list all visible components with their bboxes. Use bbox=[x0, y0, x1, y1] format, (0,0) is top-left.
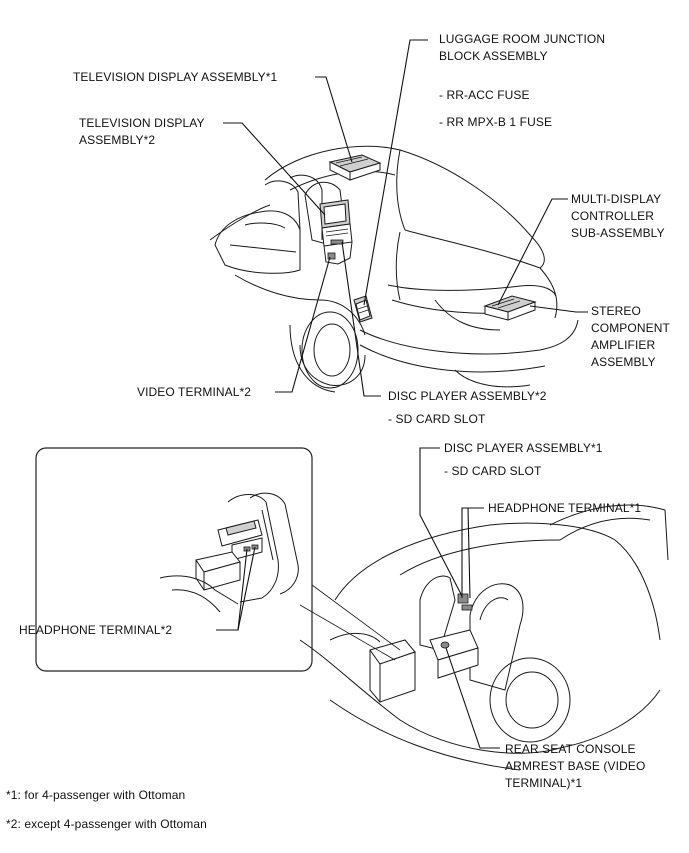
car-rear-illustration bbox=[209, 145, 579, 393]
footnote-1: *1: for 4-passenger with Ottoman bbox=[6, 788, 186, 802]
inset-detail-box bbox=[35, 447, 313, 672]
rr-mpx-fuse-label: - RR MPX-B 1 FUSE bbox=[439, 115, 553, 129]
car-interior-illustration bbox=[299, 504, 669, 771]
luggage-junction-block-component bbox=[353, 295, 373, 323]
tv-display-1-component bbox=[328, 154, 382, 181]
tv-display-2-component bbox=[319, 199, 353, 265]
multi-display-line-3: SUB-ASSEMBLY bbox=[571, 226, 665, 240]
footnote-2: *2: except 4-passenger with Ottoman bbox=[6, 817, 207, 831]
headphone-2-label: HEADPHONE TERMINAL*2 bbox=[19, 623, 173, 637]
sd-card-slot-2-label: - SD CARD SLOT bbox=[388, 412, 486, 426]
tv-display-2-line-1: TELEVISION DISPLAY bbox=[79, 116, 205, 130]
rear-console-label: REAR SEAT CONSOLE ARMREST BASE (VIDEO TE… bbox=[505, 741, 645, 792]
leader-lines-top bbox=[223, 39, 588, 397]
rear-console-line-3: TERMINAL)*1 bbox=[505, 776, 583, 790]
sd-card-slot-1-label: - SD CARD SLOT bbox=[444, 464, 542, 478]
multi-display-line-2: CONTROLLER bbox=[571, 209, 655, 223]
luggage-junction-line-2: BLOCK ASSEMBLY bbox=[439, 49, 548, 63]
stereo-amp-line-3: AMPLIFIER bbox=[591, 338, 656, 352]
video-terminal-2-label: VIDEO TERMINAL*2 bbox=[137, 385, 252, 399]
disc-player-2-label: DISC PLAYER ASSEMBLY*2 bbox=[388, 389, 547, 403]
rear-console-line-2: ARMREST BASE (VIDEO bbox=[505, 759, 646, 773]
rr-acc-fuse-label: - RR-ACC FUSE bbox=[439, 88, 530, 102]
luggage-junction-line-1: LUGGAGE ROOM JUNCTION bbox=[439, 32, 606, 46]
rear-console-line-1: REAR SEAT CONSOLE bbox=[505, 742, 636, 756]
tv-display-1-label: TELEVISION DISPLAY ASSEMBLY*1 bbox=[73, 70, 278, 84]
stereo-amplifier-component bbox=[483, 295, 537, 321]
stereo-amp-line-4: ASSEMBLY bbox=[591, 355, 656, 369]
tv-display-2-label: TELEVISION DISPLAY ASSEMBLY*2 bbox=[79, 115, 205, 149]
leader-lines-bottom bbox=[216, 447, 500, 749]
disc-player-1-label: DISC PLAYER ASSEMBLY*1 bbox=[444, 441, 603, 455]
stereo-amp-line-2: COMPONENT bbox=[591, 321, 670, 335]
tv-display-2-line-2: ASSEMBLY*2 bbox=[79, 133, 156, 147]
stereo-amp-line-1: STEREO bbox=[591, 304, 641, 318]
video-terminal-2-component bbox=[327, 252, 336, 260]
multi-display-line-1: MULTI-DISPLAY bbox=[571, 192, 662, 206]
luggage-junction-label: LUGGAGE ROOM JUNCTION BLOCK ASSEMBLY bbox=[439, 31, 605, 65]
headphone-1-label: HEADPHONE TERMINAL*1 bbox=[488, 501, 642, 515]
stereo-amp-label: STEREO COMPONENT AMPLIFIER ASSEMBLY bbox=[591, 303, 670, 371]
multi-display-label: MULTI-DISPLAY CONTROLLER SUB-ASSEMBLY bbox=[571, 191, 665, 242]
